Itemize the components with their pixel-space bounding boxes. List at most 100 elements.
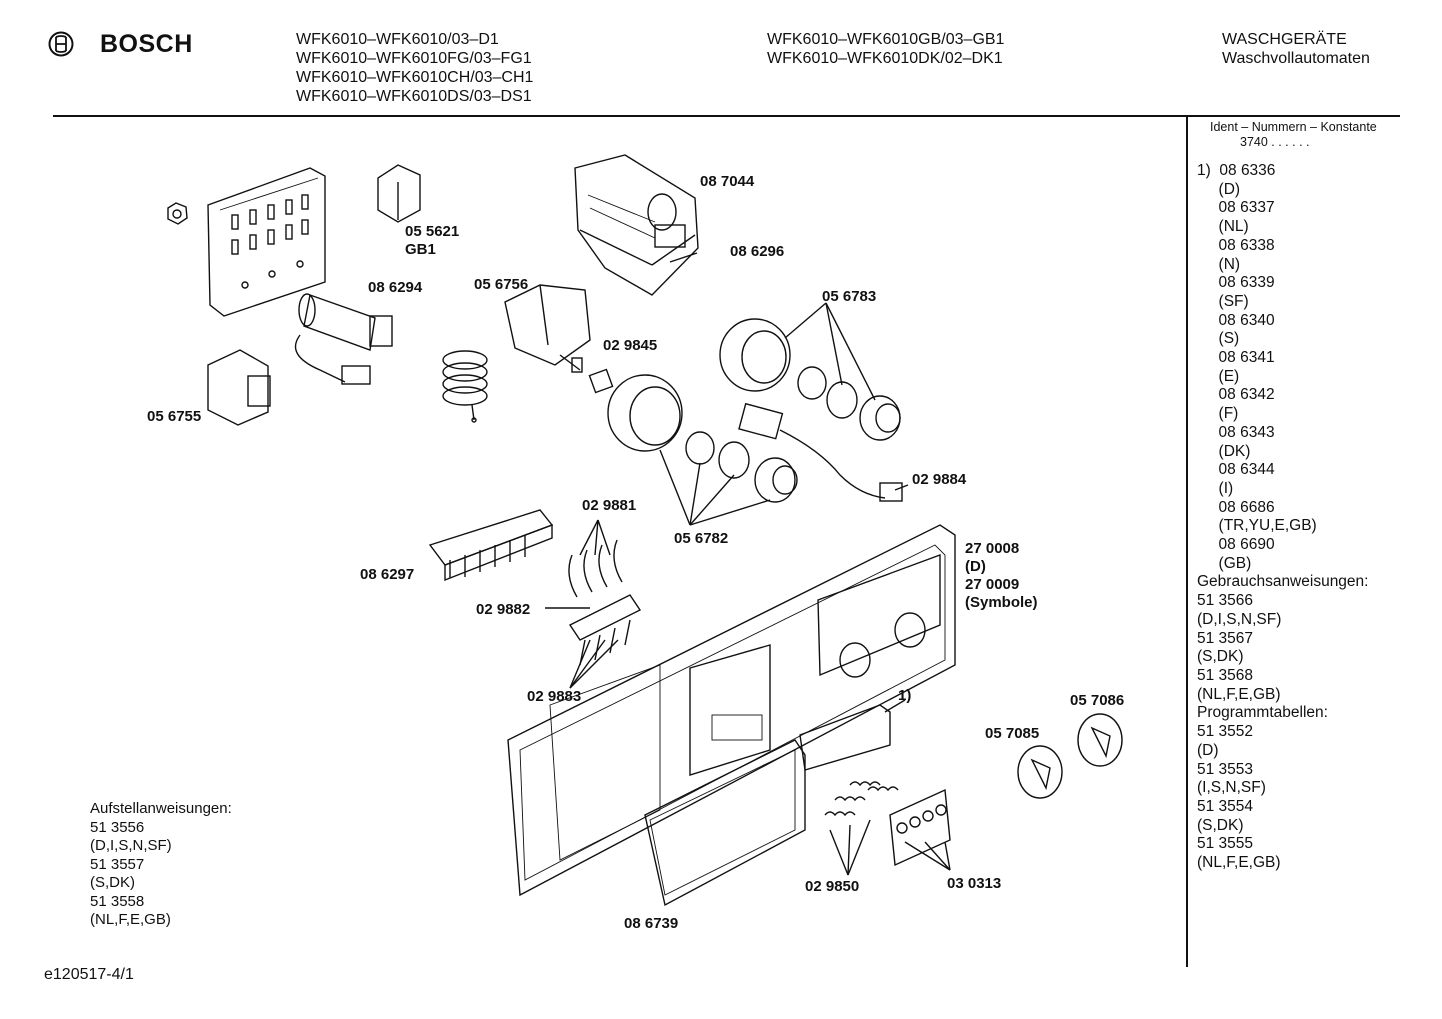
- sidebar-line: (F): [1197, 405, 1239, 423]
- switch-cable-icon: [738, 402, 903, 502]
- part-label: 08 7044: [700, 173, 755, 190]
- sidebar-line: (I,S,N,SF): [1197, 779, 1266, 797]
- part-label: 05 6755: [147, 408, 202, 425]
- selector-knob-icon: [1017, 745, 1063, 799]
- sidebar-line: (D,I,S,N,SF): [1197, 610, 1282, 628]
- sidebar-line: 08 6341: [1197, 349, 1275, 367]
- part-label: 05 6756: [474, 276, 529, 293]
- display-plate-icon: [799, 704, 891, 771]
- header-divider: [53, 115, 1400, 117]
- part-label: 02 9881: [582, 497, 637, 514]
- window-icon: [644, 739, 806, 907]
- mounting-plate-icon: [207, 167, 326, 317]
- sidebar-line: 51 3567: [1197, 629, 1254, 647]
- part-label: 02 9845: [603, 337, 658, 354]
- sidebar-line: (S,DK): [1197, 816, 1244, 834]
- sidebar-line: 08 6338: [1197, 236, 1275, 254]
- part-label: 05 6782: [674, 530, 729, 547]
- part-number: 27 0009: [965, 576, 1020, 593]
- category: WASCHGERÄTE Waschvollautomaten: [1222, 30, 1370, 68]
- part-label: 05 7086: [1070, 692, 1125, 709]
- exploded-parts-drawing: [167, 154, 1123, 907]
- spring-icon: [824, 781, 899, 817]
- terminal-block-icon: [428, 509, 554, 582]
- note-line: 51 3558: [90, 892, 145, 910]
- selector-knob-icon: [1077, 713, 1123, 767]
- sidebar-line: 08 6342: [1197, 386, 1275, 404]
- sidebar-line: 51 3553: [1197, 760, 1254, 778]
- sidebar-line: (I): [1197, 479, 1234, 497]
- nut-icon: [167, 202, 188, 225]
- part-label: 02 9884: [912, 471, 967, 488]
- coil-icon: [442, 350, 488, 423]
- model-line: WFK6010–WFK6010/03–D1: [296, 31, 499, 48]
- document-id: e120517-4/1: [44, 966, 134, 983]
- model-line: WFK6010–WFK6010GB/03–GB1: [767, 31, 1005, 48]
- part-variant: (D): [965, 558, 986, 575]
- sidebar-line: 51 3555: [1197, 835, 1254, 853]
- sidebar-line: 1) 08 6336: [1197, 162, 1276, 179]
- filter-icon: [207, 349, 271, 426]
- note-line: (NL,F,E,GB): [90, 911, 171, 928]
- sidebar-line: (DK): [1197, 442, 1251, 460]
- sidebar-line: Programmtabellen:: [1197, 704, 1328, 722]
- relay-icon: [377, 164, 421, 223]
- part-label: 08 6739: [624, 915, 679, 932]
- sidebar-line: (NL): [1197, 218, 1249, 236]
- note-line: 51 3557: [90, 855, 145, 873]
- part-label: 05 7085: [985, 725, 1040, 742]
- knob-icon: [719, 318, 901, 441]
- sidebar-line: 51 3554: [1197, 797, 1254, 815]
- contact-icon: [568, 539, 623, 598]
- category-line: WASCHGERÄTE: [1222, 31, 1347, 48]
- sidebar-line: (D): [1197, 180, 1241, 198]
- model-line: WFK6010–WFK6010DS/03–DS1: [296, 88, 532, 105]
- capacitor-icon: [294, 293, 393, 385]
- ident-title: Ident – Nummern – Konstante: [1210, 120, 1377, 134]
- sidebar-line: (S,DK): [1197, 648, 1244, 666]
- ident-block: Ident – Nummern – Konstante 3740 . . . .…: [1210, 120, 1377, 150]
- part-label: 1): [898, 687, 912, 704]
- sidebar-divider: [1186, 117, 1188, 967]
- part-label: 05 6783: [822, 288, 877, 305]
- brand-name: BOSCH: [100, 30, 193, 58]
- sidebar-list: 1) 08 6336 (D) 08 6337 (NL) 08 6338 (N) …: [1197, 162, 1368, 873]
- note-line: Aufstellanweisungen:: [90, 800, 232, 817]
- part-label: 08 6297: [360, 566, 415, 583]
- part-label: 05 5621 GB1: [405, 223, 459, 259]
- category-line: Waschvollautomaten: [1222, 50, 1370, 67]
- note-line: (D,I,S,N,SF): [90, 837, 172, 854]
- control-panel-icon: [507, 524, 956, 897]
- sidebar-line: 51 3566: [1197, 592, 1254, 610]
- part-label: 02 9883: [527, 688, 582, 705]
- installation-notes: Aufstellanweisungen: 51 3556 (D,I,S,N,SF…: [90, 800, 232, 930]
- sidebar-line: (NL,F,E,GB): [1197, 685, 1281, 703]
- sidebar-line: 08 6340: [1197, 311, 1275, 329]
- sidebar-line: 08 6343: [1197, 423, 1275, 441]
- programmer-icon: [574, 154, 699, 296]
- ident-value: 3740 . . . . . .: [1240, 135, 1310, 149]
- sidebar-line: (GB): [1197, 554, 1252, 572]
- note-line: 51 3556: [90, 818, 145, 836]
- part-number: 05 5621: [405, 223, 460, 240]
- sidebar-line: 51 3552: [1197, 723, 1254, 741]
- sidebar-line: 51 3568: [1197, 666, 1254, 684]
- part-label: 08 6296: [730, 243, 785, 260]
- contact-holder-icon: [568, 594, 642, 666]
- sidebar-line: 08 6337: [1197, 199, 1275, 217]
- knob-icon: [607, 374, 798, 503]
- sidebar-line: (E): [1197, 367, 1240, 385]
- model-line: WFK6010–WFK6010FG/03–FG1: [296, 50, 532, 67]
- button-block-icon: [889, 788, 951, 867]
- part-label: 03 0313: [947, 875, 1002, 892]
- sidebar-line: 08 6339: [1197, 274, 1275, 292]
- connector-icon: [588, 368, 614, 394]
- sidebar-line: (N): [1197, 255, 1241, 273]
- part-variant: (Symbole): [965, 594, 1038, 611]
- part-label: 02 9882: [476, 601, 531, 618]
- sidebar-line: (NL,F,E,GB): [1197, 854, 1281, 872]
- model-line: WFK6010–WFK6010CH/03–CH1: [296, 69, 534, 86]
- sidebar-line: (SF): [1197, 292, 1249, 310]
- door-lock-icon: [504, 284, 591, 373]
- note-line: (S,DK): [90, 874, 135, 891]
